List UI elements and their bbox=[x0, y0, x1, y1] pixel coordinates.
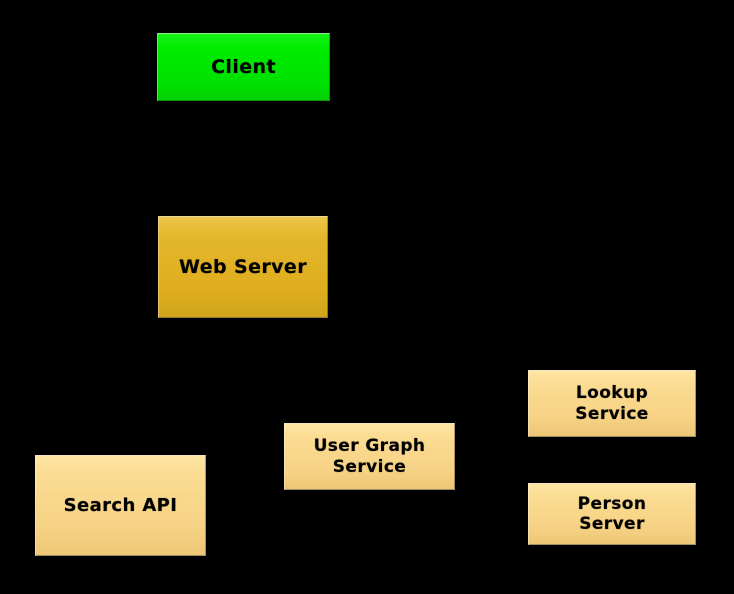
node-label-user-graph-service: User Graph Service bbox=[313, 436, 426, 477]
node-label-search-api: Search API bbox=[63, 494, 178, 516]
diagram-node-search-api[interactable]: Search API bbox=[35, 455, 206, 556]
node-label-web-server: Web Server bbox=[179, 255, 307, 278]
diagram-node-client[interactable]: Client bbox=[157, 33, 330, 101]
node-label-person-server: Person Server bbox=[577, 493, 647, 534]
node-label-lookup-service: Lookup Service bbox=[575, 383, 649, 424]
node-label-client: Client bbox=[211, 55, 276, 78]
diagram-node-lookup-service[interactable]: Lookup Service bbox=[528, 370, 696, 437]
diagram-node-user-graph-service[interactable]: User Graph Service bbox=[284, 423, 455, 490]
diagram-node-person-server[interactable]: Person Server bbox=[528, 483, 696, 545]
diagram-node-web-server[interactable]: Web Server bbox=[158, 216, 328, 318]
